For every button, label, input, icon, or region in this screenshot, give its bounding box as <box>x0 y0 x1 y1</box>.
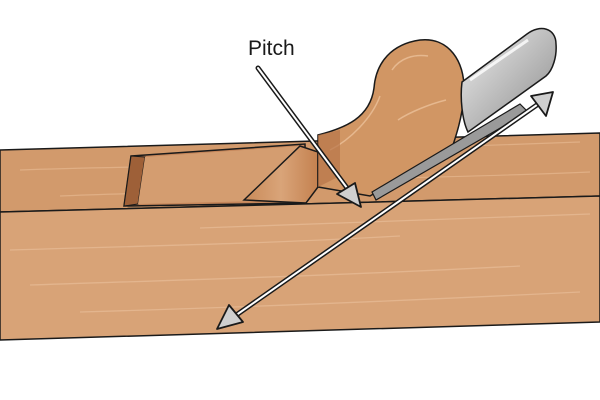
bed-angle-arrowhead-upper <box>530 91 554 117</box>
pitch-label: Pitch <box>248 37 295 60</box>
front-grain-lines <box>9 213 591 313</box>
bed-angle-arrow <box>216 91 554 330</box>
plane-iron-blade <box>460 27 557 134</box>
plane-iron-highlight <box>469 38 529 82</box>
wedge-upper <box>317 39 465 197</box>
pitch-pointer-arrow <box>255 65 362 208</box>
bed-angle-arrowhead-lower <box>216 304 244 330</box>
pitch-pointer-arrowhead <box>336 182 362 208</box>
